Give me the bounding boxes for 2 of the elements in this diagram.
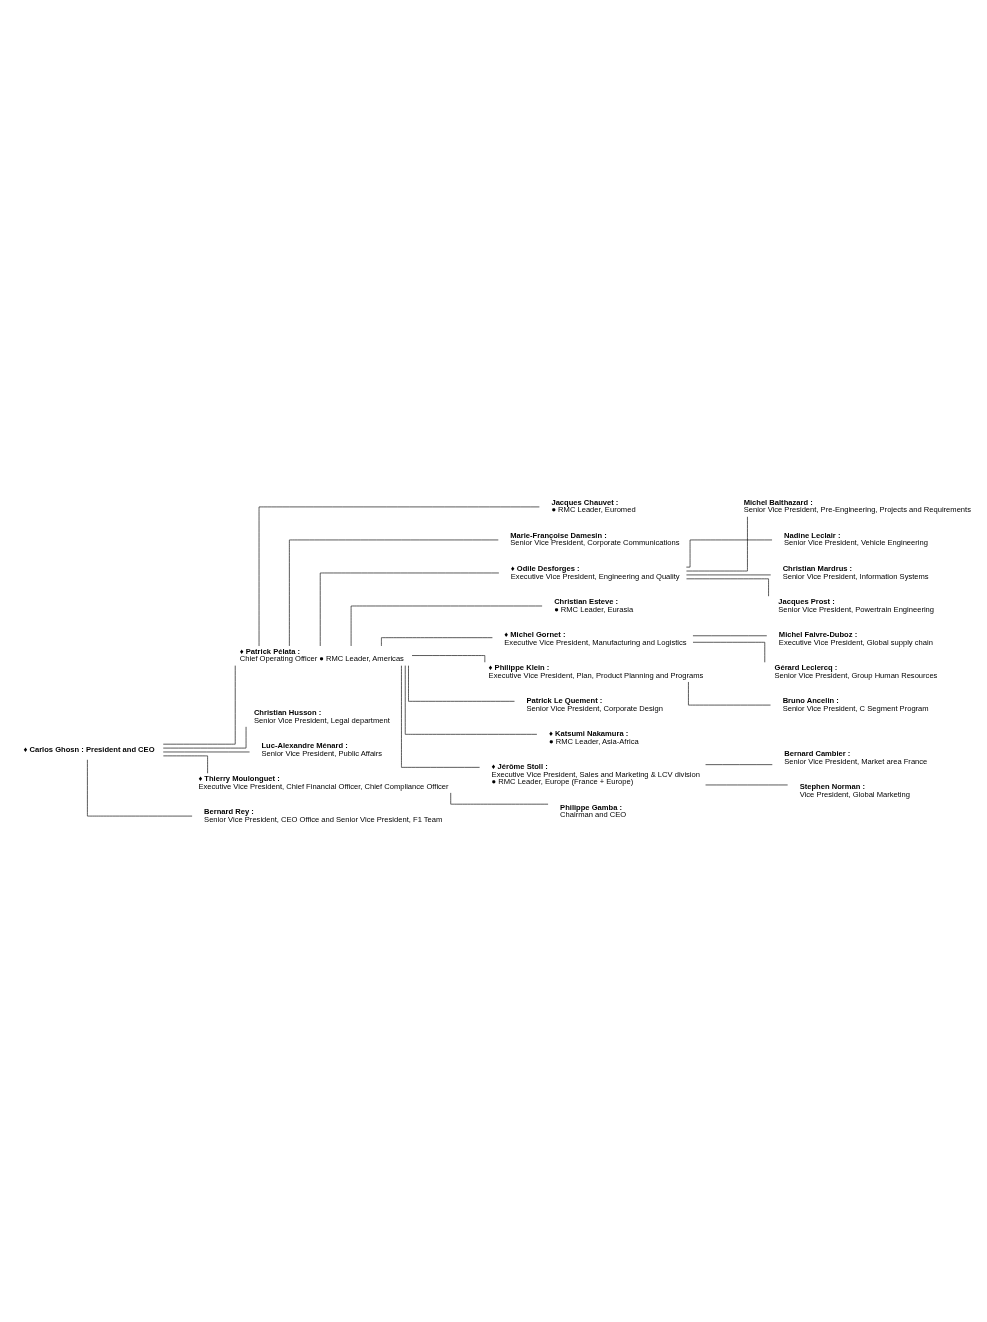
connector: [686, 515, 748, 571]
connector: [686, 539, 773, 567]
